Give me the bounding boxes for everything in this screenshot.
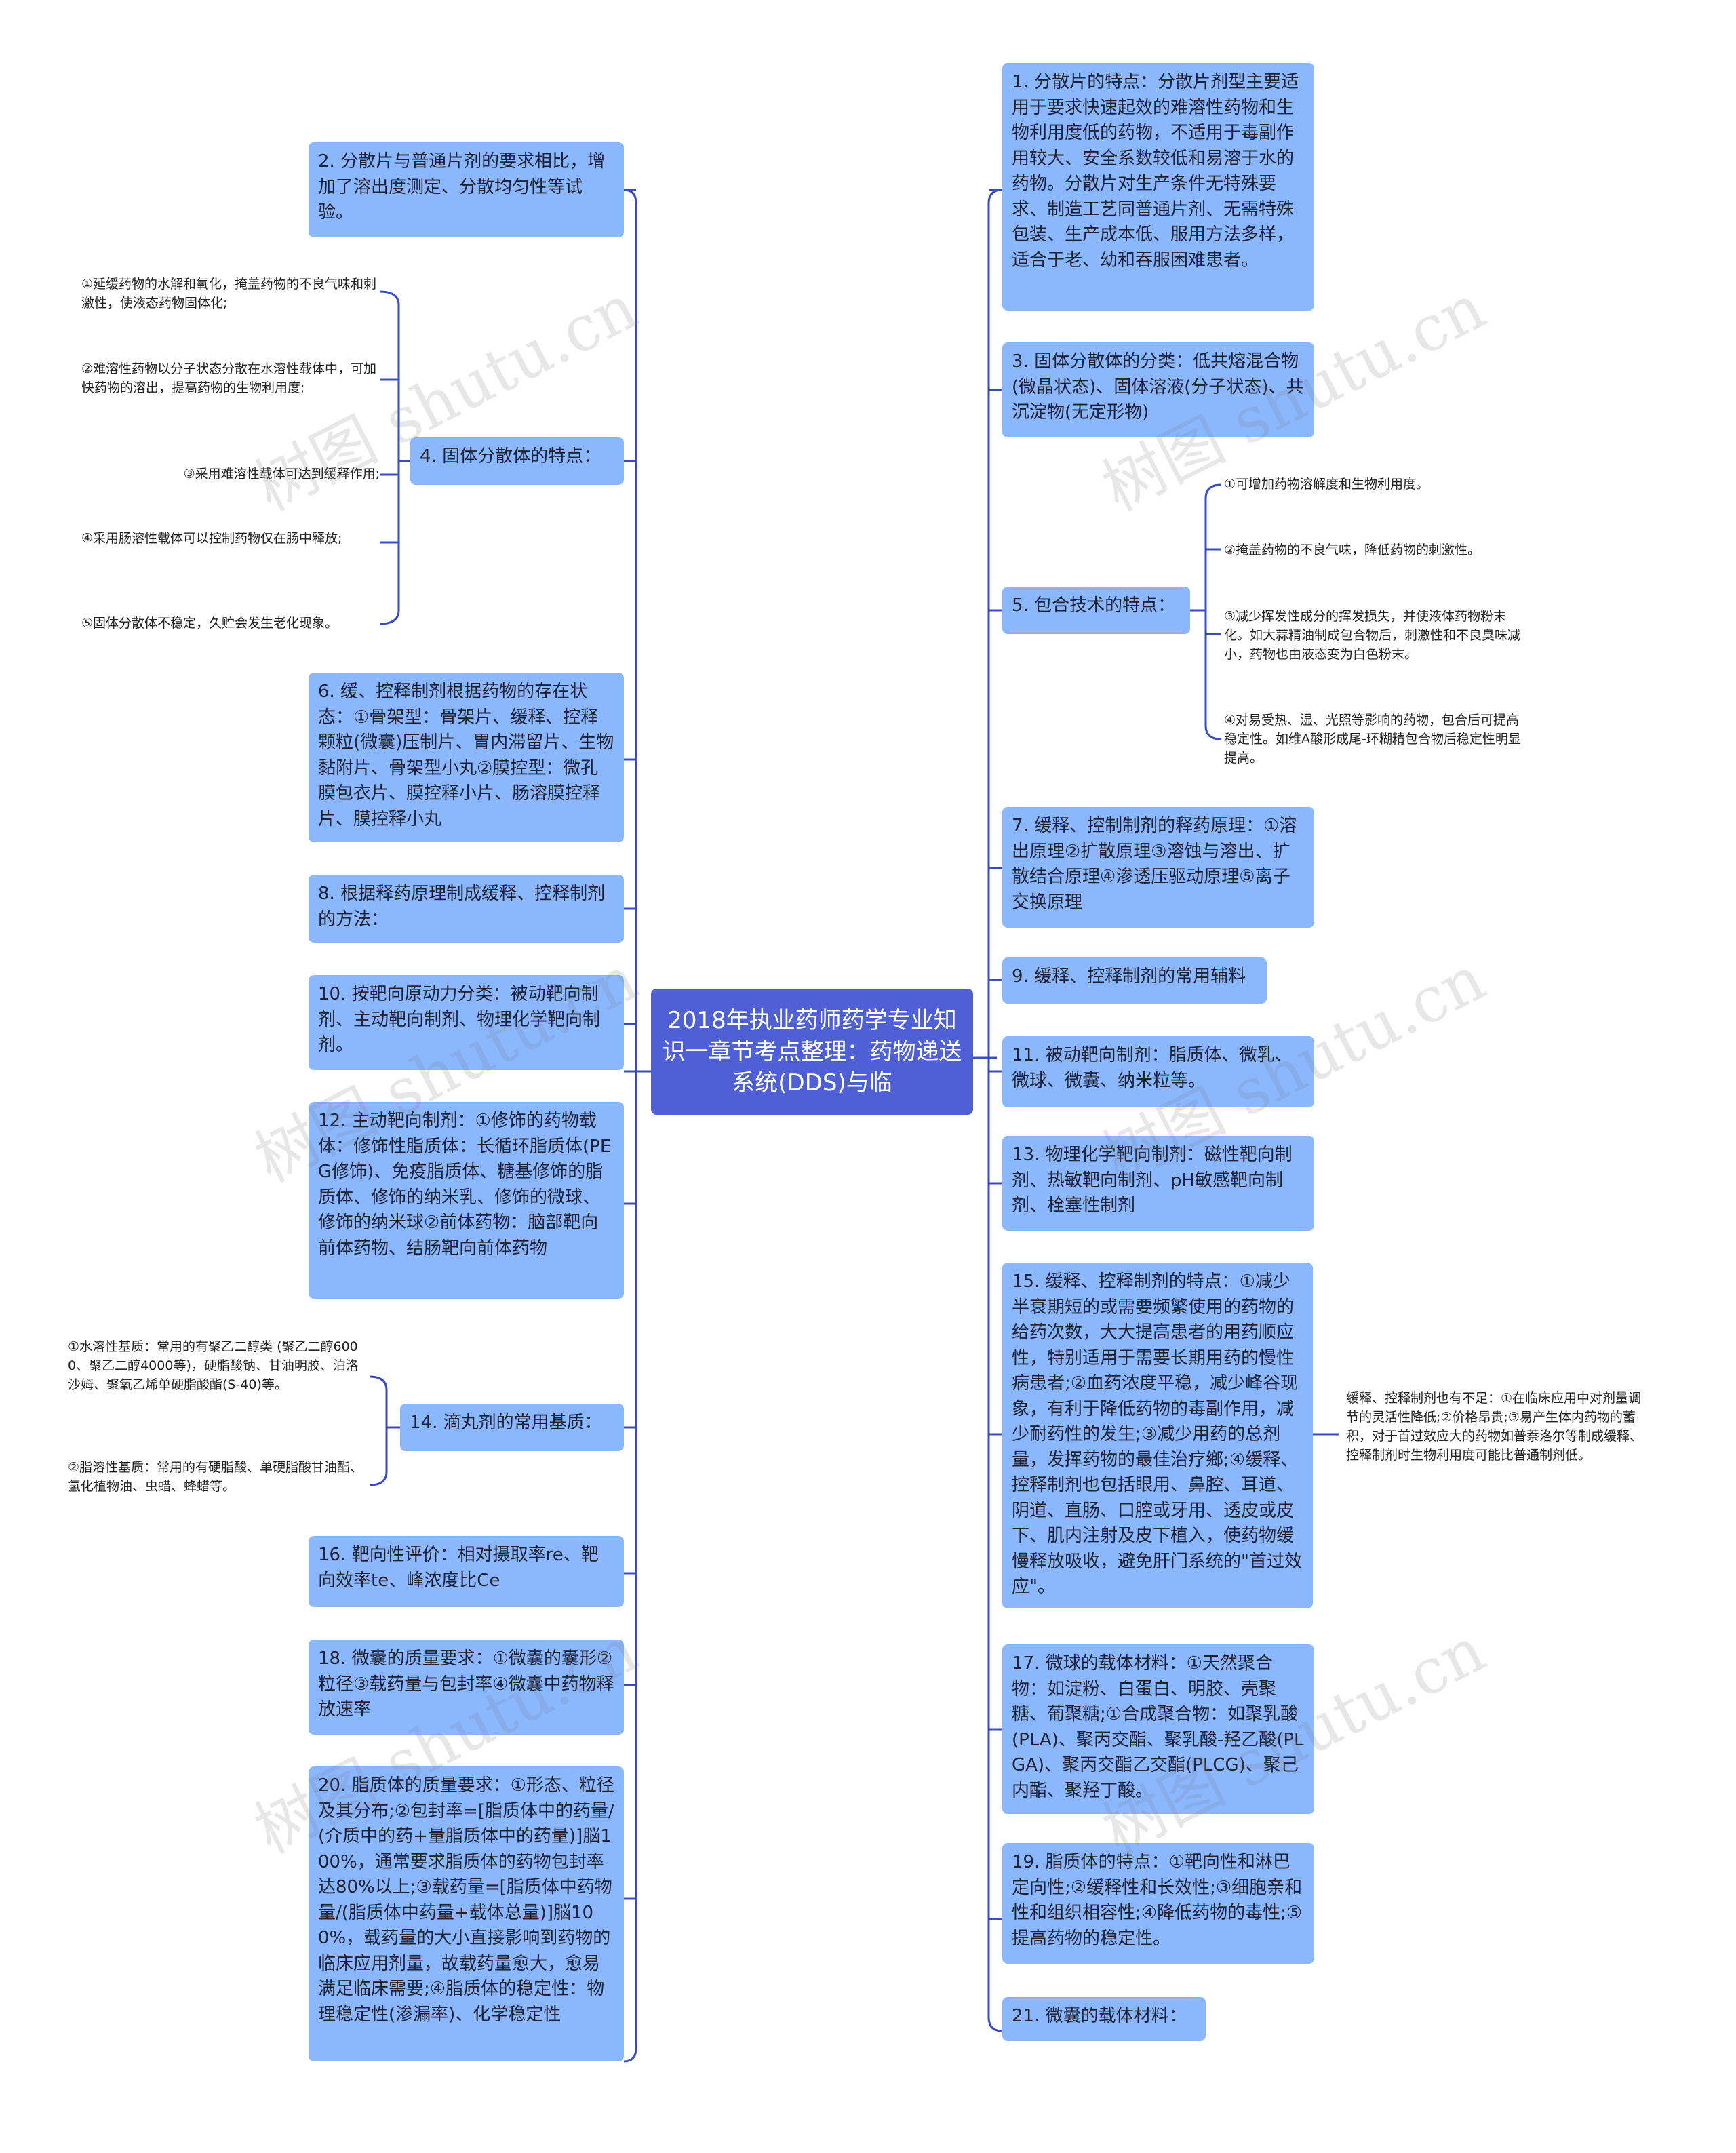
topic-r13[interactable]: 13. 物理化学靶向制剂：磁性靶向制剂、热敏靶向制剂、pH敏感靶向制剂、栓塞性制… [1002,1136,1314,1231]
topic-l18[interactable]: 18. 微囊的质量要求：①微囊的囊形②粒径③载药量与包封率④微囊中药物释放速率 [309,1640,624,1735]
topic-l4[interactable]: 4. 固体分散体的特点： [410,437,624,485]
topic-r1-text: 1. 分散片的特点：分散片剂型主要适用于要求快速起效的难溶性药物和生物利用度低的… [1012,72,1299,271]
leaf-l4-4-text: ④采用肠溶性载体可以控制药物仅在肠中释放; [81,531,342,546]
topic-r5-text: 5. 包合技术的特点： [1012,595,1176,616]
root-topic[interactable]: 2018年执业药师药学专业知识一章节考点整理：药物递送系统(DDS)与临 [651,989,973,1115]
topic-r17-text: 17. 微球的载体材料：①天然聚合物：如淀粉、白蛋白、明胶、壳聚糖、葡聚糖;①合… [1012,1653,1304,1801]
topic-r21[interactable]: 21. 微囊的载体材料： [1002,1997,1206,2041]
leaf-r5-4[interactable]: ④对易受热、湿、光照等影响的药物，包合后可提高稳定性。如维A酸形成尾-环糊精包合… [1224,711,1529,768]
leaf-l4-4[interactable]: ④采用肠溶性载体可以控制药物仅在肠中释放; [81,529,380,548]
leaf-l4-5-text: ⑤固体分散体不稳定，久贮会发生老化现象。 [81,616,338,631]
topic-l20[interactable]: 20. 脂质体的质量要求：①形态、粒径及其分布;②包封率=[脂质体中的药量/(介… [309,1766,624,2061]
connector-l4-bracket [379,290,410,625]
topic-r11-text: 11. 被动靶向制剂：脂质体、微乳、微球、微囊、纳米粒等。 [1012,1045,1293,1091]
connector-right-spine [987,189,1003,2032]
topic-l8-text: 8. 根据释药原理制成缓释、控释制剂的方法： [318,884,606,930]
topic-r7[interactable]: 7. 缓释、控制制剂的释药原理：①溶出原理②扩散原理③溶蚀与溶出、扩散结合原理④… [1002,807,1314,928]
topic-l8[interactable]: 8. 根据释药原理制成缓释、控释制剂的方法： [309,875,624,943]
topic-l12[interactable]: 12. 主动靶向制剂：①修饰的药物载体：修饰性脂质体：长循环脂质体(PEG修饰)… [309,1102,624,1299]
leaf-l14-2-text: ②脂溶性基质：常用的有硬脂酸、单硬脂酸甘油酯、氢化植物油、虫蜡、蜂蜡等。 [68,1460,363,1494]
topic-l18-text: 18. 微囊的质量要求：①微囊的囊形②粒径③载药量与包封率④微囊中药物释放速率 [318,1648,614,1720]
topic-l16-text: 16. 靶向性评价：相对摄取率re、靶向效率te、峰浓度比Ce [318,1545,599,1591]
connector-l14-bracket [369,1375,400,1486]
leaf-r15-1-text: 缓释、控释制剂也有不足：①在临床应用中对剂量调节的灵活性降低;②价格昂贵;③易产… [1346,1391,1643,1463]
topic-r19-text: 19. 脂质体的特点：①靶向性和淋巴定向性;②缓释性和长效性;③细胞亲和性和组织… [1012,1852,1303,1949]
leaf-r5-2[interactable]: ②掩盖药物的不良气味，降低药物的刺激性。 [1224,540,1543,559]
leaf-r5-3[interactable]: ③减少挥发性成分的挥发损失，并使液体药物粉末化。如大蒜精油制成包合物后，刺激性和… [1224,607,1529,664]
topic-r1[interactable]: 1. 分散片的特点：分散片剂型主要适用于要求快速起效的难溶性药物和生物利用度低的… [1002,63,1314,311]
leaf-l4-1-text: ①延缓药物的水解和氧化，掩盖药物的不良气味和刺激性，使液态药物固体化; [81,277,377,311]
root-topic-text: 2018年执业药师药学专业知识一章节考点整理：药物递送系统(DDS)与临 [662,1007,962,1097]
topic-l10-text: 10. 按靶向原动力分类：被动靶向制剂、主动靶向制剂、物理化学靶向制剂。 [318,984,601,1055]
topic-r17[interactable]: 17. 微球的载体材料：①天然聚合物：如淀粉、白蛋白、明胶、壳聚糖、葡聚糖;①合… [1002,1644,1314,1814]
topic-l6-text: 6. 缓、控释制剂根据药物的存在状态：①骨架型：骨架片、缓释、控释颗粒(微囊)压… [318,682,614,829]
topic-l2[interactable]: 2. 分散片与普通片剂的要求相比，增加了溶出度测定、分散均匀性等试验。 [309,142,624,237]
leaf-l4-1[interactable]: ①延缓药物的水解和氧化，掩盖药物的不良气味和刺激性，使液态药物固体化; [81,275,380,313]
topic-r7-text: 7. 缓释、控制制剂的释药原理：①溶出原理②扩散原理③溶蚀与溶出、扩散结合原理④… [1012,816,1297,913]
topic-r19[interactable]: 19. 脂质体的特点：①靶向性和淋巴定向性;②缓释性和长效性;③细胞亲和性和组织… [1002,1843,1314,1964]
topic-l20-text: 20. 脂质体的质量要求：①形态、粒径及其分布;②包封率=[脂质体中的药量/(介… [318,1775,614,2025]
leaf-r5-1-text: ①可增加药物溶解度和生物利用度。 [1224,477,1429,492]
leaf-l4-2[interactable]: ②难溶性药物以分子状态分散在水溶性载体中，可加快药物的溶出，提高药物的生物利用度… [81,359,380,397]
leaf-r5-3-text: ③减少挥发性成分的挥发损失，并使液体药物粉末化。如大蒜精油制成包合物后，刺激性和… [1224,609,1521,662]
topic-l16[interactable]: 16. 靶向性评价：相对摄取率re、靶向效率te、峰浓度比Ce [309,1536,624,1607]
topic-r11[interactable]: 11. 被动靶向制剂：脂质体、微乳、微球、微囊、纳米粒等。 [1002,1036,1314,1107]
topic-l4-text: 4. 固体分散体的特点： [420,446,601,467]
leaf-r5-1[interactable]: ①可增加药物溶解度和生物利用度。 [1224,475,1543,494]
leaf-l14-1[interactable]: ①水溶性基质：常用的有聚乙二醇类 (聚乙二醇6000、聚乙二醇4000等)，硬脂… [68,1337,370,1394]
leaf-l4-3[interactable]: ③采用难溶性载体可达到缓释作用; [149,465,380,483]
topic-r15-text: 15. 缓释、控释制剂的特点：①减少半衰期短的或需要频繁使用的药物的给药次数，大… [1012,1271,1302,1597]
leaf-r5-4-text: ④对易受热、湿、光照等影响的药物，包合后可提高稳定性。如维A酸形成尾-环糊精包合… [1224,713,1521,766]
connector-left-spine [623,189,637,2063]
topic-r15[interactable]: 15. 缓释、控释制剂的特点：①减少半衰期短的或需要频繁使用的药物的给药次数，大… [1002,1263,1313,1608]
leaf-r5-2-text: ②掩盖药物的不良气味，降低药物的刺激性。 [1224,542,1481,557]
topic-r3-text: 3. 固体分散体的分类：低共熔混合物(微晶状态)、固体溶液(分子状态)、共沉淀物… [1012,351,1304,422]
topic-l10[interactable]: 10. 按靶向原动力分类：被动靶向制剂、主动靶向制剂、物理化学靶向制剂。 [309,975,624,1070]
leaf-l4-3-text: ③采用难溶性载体可达到缓释作用; [183,467,380,481]
leaf-l4-5[interactable]: ⑤固体分散体不稳定，久贮会发生老化现象。 [81,614,380,633]
topic-l12-text: 12. 主动靶向制剂：①修饰的药物载体：修饰性脂质体：长循环脂质体(PEG修饰)… [318,1111,612,1259]
leaf-l4-2-text: ②难溶性药物以分子状态分散在水溶性载体中，可加快药物的溶出，提高药物的生物利用度… [81,361,377,395]
leaf-l14-1-text: ①水溶性基质：常用的有聚乙二醇类 (聚乙二醇6000、聚乙二醇4000等)，硬脂… [68,1339,359,1392]
topic-r9-text: 9. 缓释、控释制剂的常用辅料 [1012,966,1246,987]
topic-r13-text: 13. 物理化学靶向制剂：磁性靶向制剂、热敏靶向制剂、pH敏感靶向制剂、栓塞性制… [1012,1145,1293,1216]
leaf-r15-1[interactable]: 缓释、控释制剂也有不足：①在临床应用中对剂量调节的灵活性降低;②价格昂贵;③易产… [1346,1389,1651,1465]
connector-r5-bracket [1190,483,1221,740]
topic-l14-text: 14. 滴丸剂的常用基质： [410,1413,602,1433]
topic-l6[interactable]: 6. 缓、控释制剂根据药物的存在状态：①骨架型：骨架片、缓释、控释颗粒(微囊)压… [309,673,624,842]
topic-l2-text: 2. 分散片与普通片剂的要求相比，增加了溶出度测定、分散均匀性等试验。 [318,151,606,222]
topic-r21-text: 21. 微囊的载体材料： [1012,2006,1187,2026]
topic-r9[interactable]: 9. 缓释、控释制剂的常用辅料 [1002,957,1267,1004]
topic-l14[interactable]: 14. 滴丸剂的常用基质： [400,1404,624,1451]
topic-r5[interactable]: 5. 包合技术的特点： [1002,587,1190,634]
leaf-l14-2[interactable]: ②脂溶性基质：常用的有硬脂酸、单硬脂酸甘油酯、氢化植物油、虫蜡、蜂蜡等。 [68,1458,370,1496]
topic-r3[interactable]: 3. 固体分散体的分类：低共熔混合物(微晶状态)、固体溶液(分子状态)、共沉淀物… [1002,342,1314,437]
